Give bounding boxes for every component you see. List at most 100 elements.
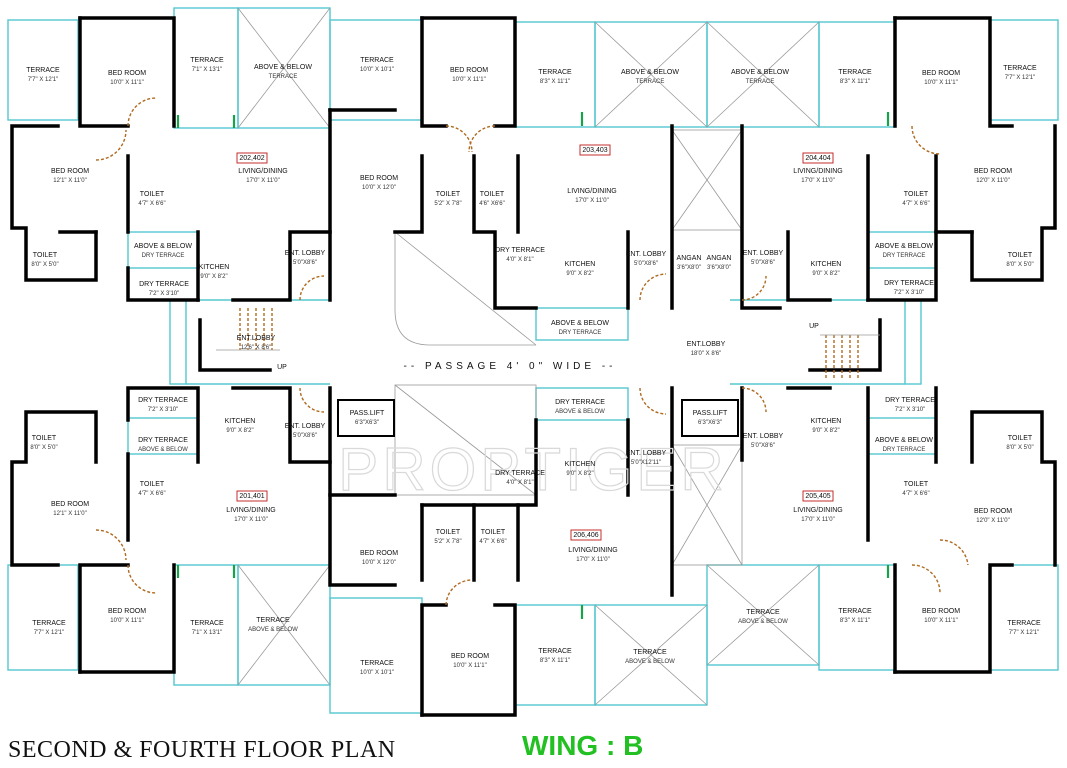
room-size: TERRACE [636, 79, 665, 85]
room-name: ABOVE & BELOW [134, 243, 192, 250]
room-size: 7'1" X 13'1" [192, 630, 223, 636]
room-size: 7'2" X 3'10" [894, 290, 925, 296]
room-size: 7'7" X 12'1" [1005, 75, 1036, 81]
flat-number-box [802, 152, 834, 164]
room-name: LIVING/DINING [238, 168, 287, 175]
room-size: 5'0"X8'6" [634, 261, 658, 267]
room-size: ABOVE & BELOW [248, 627, 298, 633]
stair-up-label-left: UP [277, 364, 287, 371]
room-name: BED ROOM [360, 175, 398, 182]
room-labels: TERRACE 7'7" X 12'1" BED ROOM 10'0" X 11'1"… [26, 57, 1041, 676]
room-size: 8'0" X 5'0" [1006, 445, 1033, 451]
room-name: BED ROOM [51, 168, 89, 175]
room-name: ANGAN [677, 255, 702, 262]
room-size: 4'7" X 6'6" [138, 201, 165, 207]
room-size: 8'3" X 11'1" [540, 658, 570, 664]
room-size: 9'0" X 8'2" [812, 271, 839, 277]
room-size: 4'7" X 6'6" [479, 539, 506, 545]
room-size: ABOVE & BELOW [625, 659, 675, 665]
room-name: BED ROOM [108, 608, 146, 615]
room-name: ENT. LOBBY [285, 250, 326, 257]
room-size: 10'0" X 11'1" [924, 618, 957, 624]
passage-label: -- PASSAGE 4' 0" WIDE -- [404, 361, 617, 372]
room-size: DRY TERRACE [883, 253, 926, 259]
room-name: PASS.LIFT [693, 410, 728, 417]
room-size: 4'0" X 8'1" [506, 257, 533, 263]
room-name: ENT. LOBBY [626, 251, 667, 258]
room-size: ABOVE & BELOW [138, 447, 188, 453]
flat-number: 204,404 [805, 155, 830, 162]
flat-number-box [236, 152, 268, 164]
room-size: 10'0" X 11'1" [110, 80, 143, 86]
room-name: TERRACE [1003, 65, 1037, 72]
room-size: 7'7" X 12'1" [34, 630, 65, 636]
room-name: LIVING/DINING [793, 168, 842, 175]
room-size: 8'3" X 11'1" [840, 618, 870, 624]
room-size: 7'2" X 3'10" [148, 407, 179, 413]
room-name: KITCHEN [565, 461, 596, 468]
room-name: TERRACE [633, 649, 667, 656]
room-name: ANGAN [707, 255, 732, 262]
room-name: TERRACE [32, 620, 66, 627]
room-size: 7'2" X 3'10" [149, 291, 180, 297]
room-name: DRY TERRACE [138, 437, 188, 444]
room-name: TERRACE [360, 660, 394, 667]
room-size: DRY TERRACE [559, 330, 602, 336]
room-size: 7'2" X 3'10" [895, 407, 926, 413]
room-name: DRY TERRACE [138, 397, 188, 404]
room-name: TERRACE [746, 609, 780, 616]
room-name: TOILET [904, 191, 929, 198]
room-size: 7'7" X 12'1" [1009, 630, 1040, 636]
open-to-below-crosses [237, 7, 820, 706]
room-size: 9'0" X 8'2" [566, 271, 593, 277]
room-size: 17'0" X 11'0" [801, 517, 834, 523]
room-name: PASS.LIFT [350, 410, 385, 417]
room-name: TERRACE [26, 67, 60, 74]
room-name: BED ROOM [451, 653, 489, 660]
room-size: 12'0" X 11'0" [976, 518, 1009, 524]
flat-number-box [570, 529, 602, 541]
room-size: 6'3"X6'3" [698, 420, 722, 426]
room-name: TOILET [140, 481, 165, 488]
flat-number: 206,406 [573, 532, 598, 539]
room-name: TOILET [32, 435, 57, 442]
room-name: KITCHEN [565, 261, 596, 268]
room-size: DRY TERRACE [883, 447, 926, 453]
room-size: TERRACE [269, 74, 298, 80]
room-name: TERRACE [190, 57, 224, 64]
room-size: 9'0" X 8'2" [226, 428, 253, 434]
room-name: TOILET [33, 252, 58, 259]
room-size: 9'0" X 8'2" [200, 274, 227, 280]
flat-number-box [579, 144, 611, 156]
room-size: 8'0" X 5'0" [1006, 262, 1033, 268]
room-name: BED ROOM [974, 508, 1012, 515]
room-name: ENT. LOBBY [743, 433, 784, 440]
room-name: TERRACE [538, 648, 572, 655]
room-name: BED ROOM [108, 70, 146, 77]
watermark: PROPTIGER [338, 436, 727, 503]
room-size: 12'1" X 11'0" [53, 511, 86, 517]
room-name: TERRACE [838, 608, 872, 615]
room-name: TERRACE [1007, 620, 1041, 627]
room-name: KITCHEN [811, 418, 842, 425]
room-name: DRY TERRACE [555, 399, 605, 406]
room-name: LIVING/DINING [568, 547, 617, 554]
room-name: BED ROOM [360, 550, 398, 557]
room-size: 7'7" X 12'1" [28, 77, 59, 83]
room-size: 4'6" X6'6" [479, 201, 505, 207]
room-size: 8'3" X 11'1" [840, 79, 870, 85]
flat-number: 202,402 [239, 155, 264, 162]
room-size: 18'0" X 8'6" [691, 351, 722, 357]
stairs [216, 308, 880, 378]
room-name: TERRACE [190, 620, 224, 627]
room-name: TOILET [481, 529, 506, 536]
room-name: ENT.LOBBY [237, 335, 276, 342]
room-size: 17'0" X 11'0" [234, 517, 267, 523]
room-size: 5'2" X 7'8" [434, 539, 461, 545]
room-size: 4'0" X 8'1" [506, 480, 533, 486]
room-name: ABOVE & BELOW [621, 69, 679, 76]
room-size: 17'0" X 11'0" [576, 557, 609, 563]
room-size: 5'0"X8'6" [293, 433, 317, 439]
room-name: KITCHEN [811, 261, 842, 268]
room-size: 17'0" X 11'0" [246, 178, 279, 184]
